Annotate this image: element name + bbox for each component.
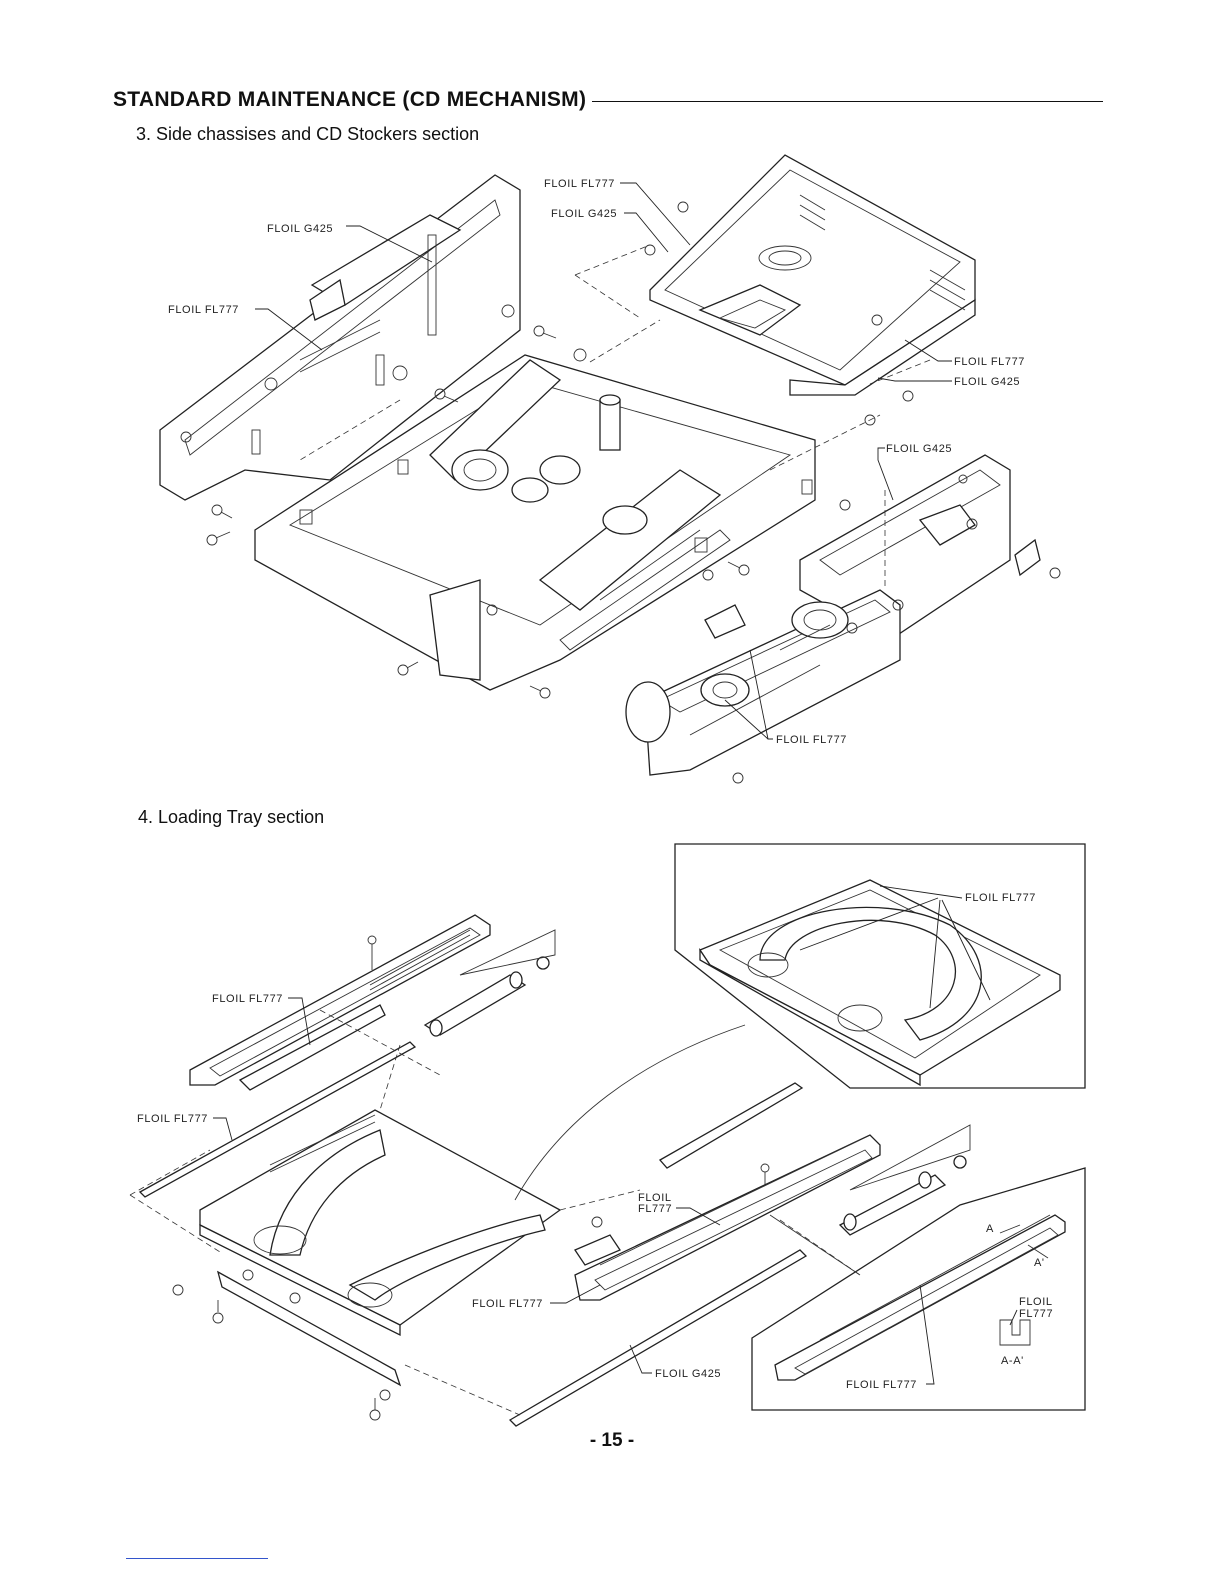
page-title: STANDARD MAINTENANCE (CD MECHANISM) <box>113 88 593 112</box>
gear-assembly <box>625 589 904 776</box>
shaft-left <box>138 1041 417 1198</box>
section4-connectors <box>514 1024 861 1276</box>
section3-callouts: FLOIL G425 FLOIL FL777 FLOIL FL777 FLOIL… <box>168 178 1025 746</box>
label-floil-g425-top: FLOIL G425 <box>551 208 617 220</box>
main-chassis <box>254 348 816 691</box>
rack-rail-center <box>574 1082 971 1301</box>
label-floil-fl777-top: FLOIL FL777 <box>544 178 615 190</box>
label-floil-g425-left: FLOIL G425 <box>267 223 333 235</box>
label-fl777-center: FL777 <box>638 1203 672 1215</box>
section3-heading: 3. Side chassises and CD Stockers sectio… <box>136 124 480 144</box>
inset-section-view <box>751 1167 1086 1411</box>
label-section-mark-a-prime: A' <box>1034 1257 1045 1269</box>
label-floil-g425-mid: FLOIL G425 <box>886 443 952 455</box>
label-section-view: A-A' <box>1001 1355 1024 1367</box>
label-floil-fl777-inset2: FLOIL FL777 <box>846 1379 917 1391</box>
section4-heading: 4. Loading Tray section <box>138 807 325 827</box>
loading-tray <box>199 1109 562 1387</box>
page-header: STANDARD MAINTENANCE (CD MECHANISM) <box>113 88 1103 116</box>
label-floil-section: FLOIL <box>1019 1296 1053 1308</box>
page-number: - 15 - <box>589 1430 635 1451</box>
label-floil-g425-rod: FLOIL G425 <box>655 1368 721 1380</box>
section3-dashed-guides <box>299 244 931 590</box>
label-floil-fl777-inset: FLOIL FL777 <box>965 892 1036 904</box>
title-rule <box>113 101 1103 102</box>
screws-section4 <box>172 1163 770 1421</box>
screws-section3 <box>206 244 1061 784</box>
stocker-case-top <box>649 154 976 396</box>
label-floil-fl777-bottom: FLOIL FL777 <box>776 734 847 746</box>
label-floil-center: FLOIL <box>638 1192 672 1204</box>
footer-rule <box>126 1558 268 1559</box>
side-chassis-left <box>159 174 521 501</box>
section4-callouts: FLOIL FL777 FLOIL FL777 FLOIL FL777 FLOI… <box>137 885 1053 1391</box>
loading-rail-upper <box>189 914 556 1091</box>
label-fl777-section: FL777 <box>1019 1308 1053 1320</box>
label-floil-fl777-rail: FLOIL FL777 <box>212 993 283 1005</box>
label-floil-fl777-shaft: FLOIL FL777 <box>137 1113 208 1125</box>
label-section-mark-a: A <box>986 1223 994 1235</box>
label-floil-fl777-left: FLOIL FL777 <box>168 304 239 316</box>
inset-tray-view <box>674 843 1086 1089</box>
label-floil-g425-right: FLOIL G425 <box>954 376 1020 388</box>
shaft-center <box>508 1249 808 1427</box>
side-chassis-right <box>799 454 1041 641</box>
label-floil-fl777-right: FLOIL FL777 <box>954 356 1025 368</box>
label-floil-fl777-tray: FLOIL FL777 <box>472 1298 543 1310</box>
